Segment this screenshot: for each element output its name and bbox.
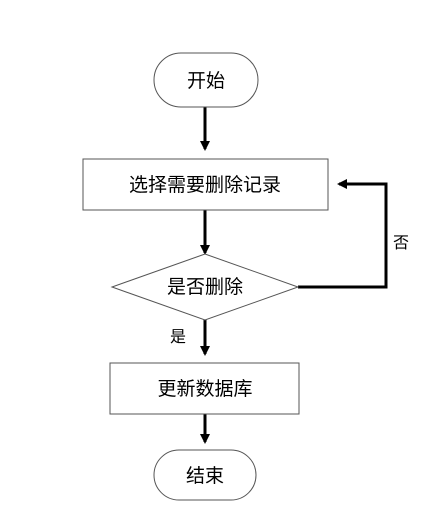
edge-label-yes: 是 — [170, 327, 186, 346]
start-label: 开始 — [187, 70, 225, 92]
node-select: 选择需要删除记录 — [82, 158, 329, 211]
edge-decision-no-loop — [298, 179, 388, 289]
update-label: 更新数据库 — [157, 378, 252, 400]
node-update: 更新数据库 — [109, 362, 300, 415]
select-label: 选择需要删除记录 — [129, 174, 281, 196]
update-process-shape — [109, 362, 300, 415]
select-process-shape — [82, 158, 329, 211]
decision-label: 是否删除 — [167, 276, 243, 298]
node-decision: 是否删除 — [110, 253, 300, 321]
start-terminator-shape — [153, 52, 259, 108]
node-end: 结束 — [153, 449, 257, 501]
edge-label-no: 否 — [393, 233, 409, 252]
decision-diamond-shape — [110, 253, 300, 321]
end-terminator-shape — [153, 449, 257, 501]
node-start: 开始 — [153, 52, 259, 108]
end-label: 结束 — [186, 465, 224, 487]
